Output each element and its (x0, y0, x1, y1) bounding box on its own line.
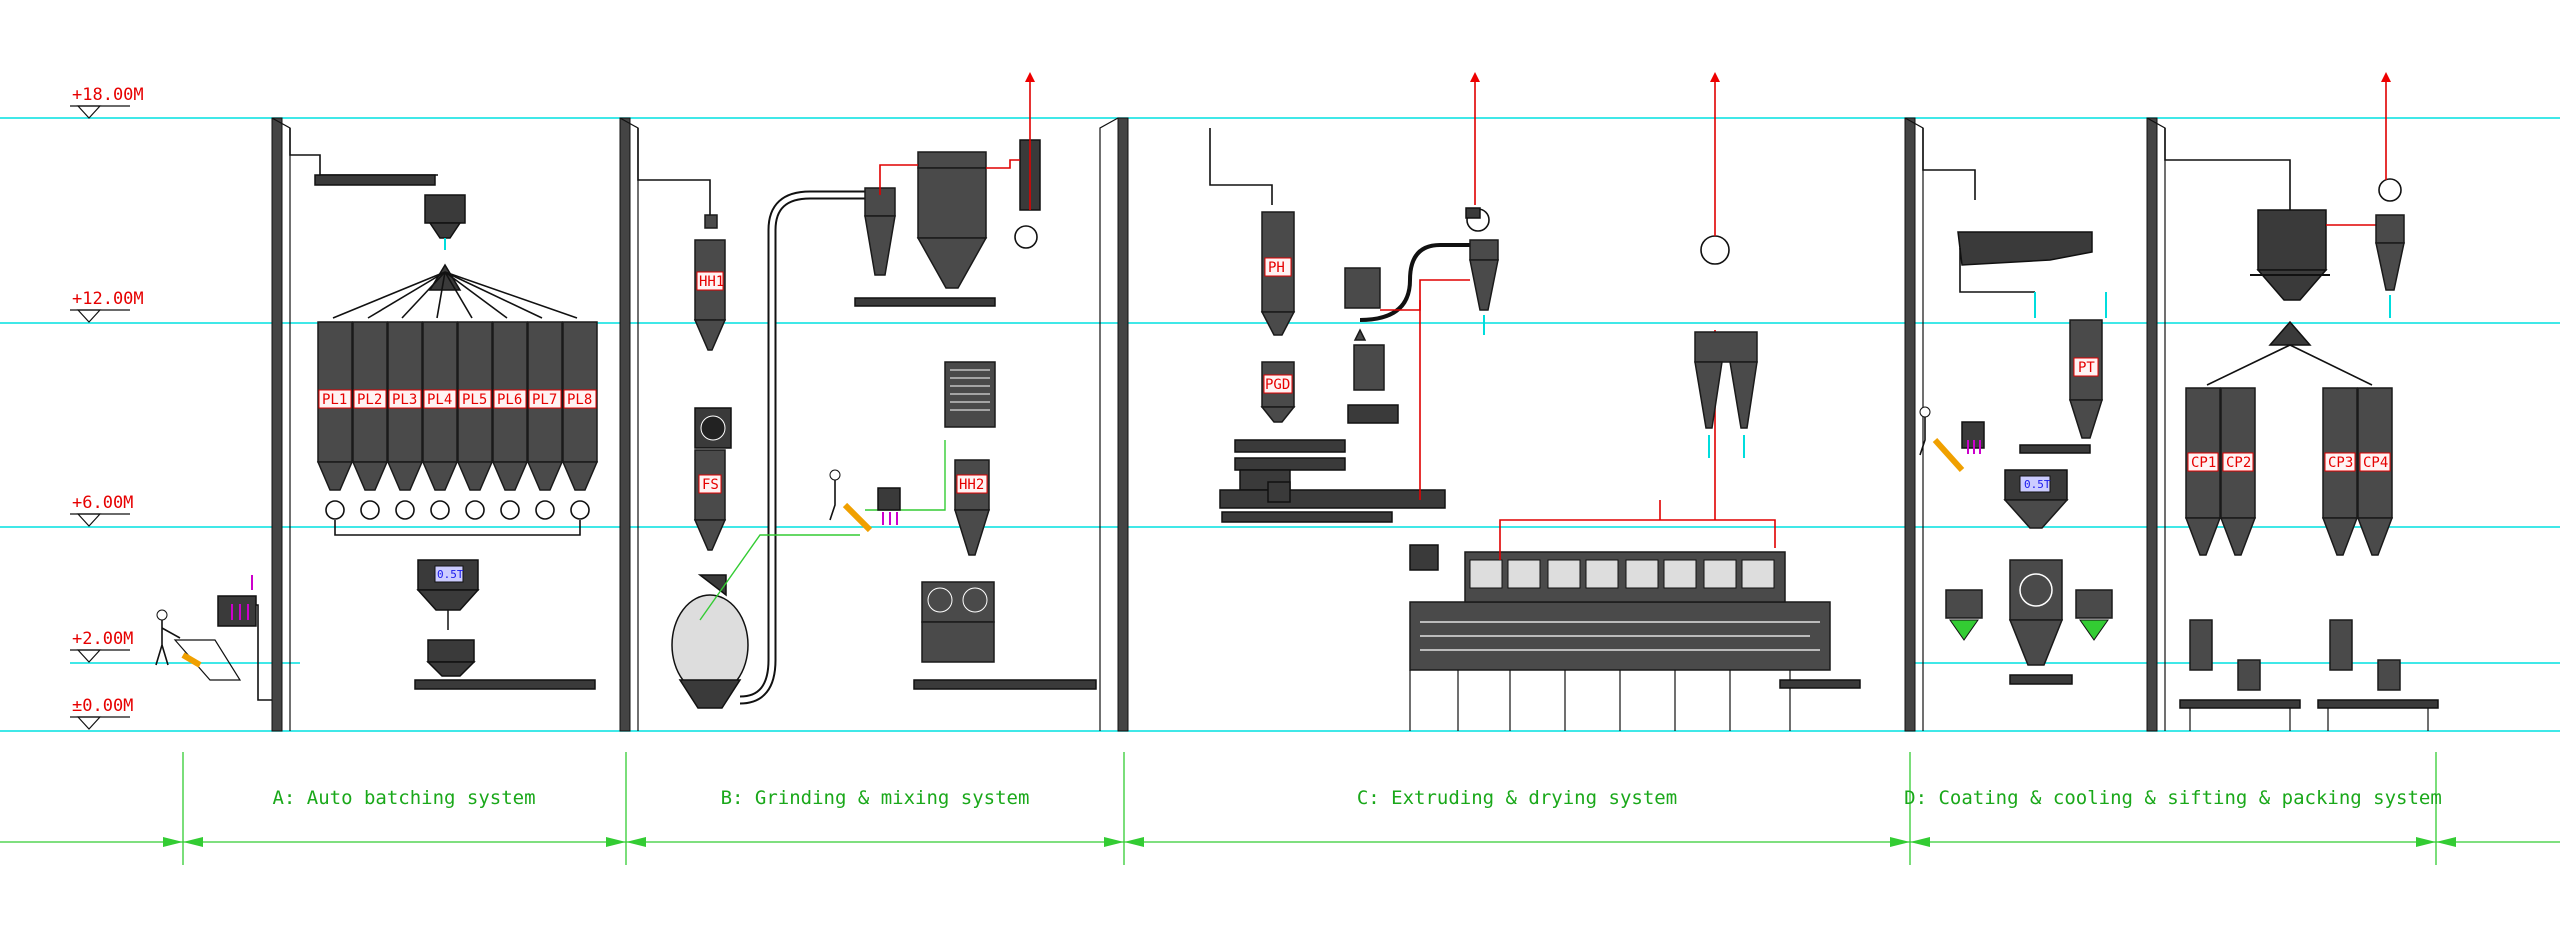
level-label-0: ±0.00M (72, 696, 133, 716)
level-label-6: +6.00M (72, 493, 133, 513)
bin-tag-pl7: PL7 (532, 392, 557, 408)
level-label-12: +12.00M (72, 289, 144, 309)
tag-hh1: HH1 (699, 274, 724, 290)
section-a-equipment: PL1 PL2 PL3 PL4 PL5 PL6 PL7 PL8 0.5T (155, 128, 599, 701)
tag-fs: FS (702, 477, 719, 493)
tag-cp4: CP4 (2363, 455, 2388, 471)
building-walls (271, 117, 2166, 732)
bin-tag-pl4: PL4 (427, 392, 452, 408)
level-marker-12: +12.00M (70, 289, 144, 323)
dimension-lines (0, 752, 2560, 865)
level-marker-6: +6.00M (70, 493, 133, 527)
scale-label-a: 0.5T (437, 568, 464, 581)
tag-pgd: PGD (1265, 377, 1290, 393)
bin-tag-pl3: PL3 (392, 392, 417, 408)
bin-tags: PL1 PL2 PL3 PL4 PL5 PL6 PL7 PL8 (318, 389, 597, 409)
section-c-equipment: PH PGD (1209, 72, 1861, 731)
bin-tag-pl2: PL2 (357, 392, 382, 408)
level-label-18: +18.00M (72, 85, 144, 105)
tag-pt: PT (2078, 360, 2095, 376)
tag-hh2: HH2 (959, 477, 984, 493)
tag-ph: PH (1268, 260, 1285, 276)
tag-cp2: CP2 (2226, 455, 2251, 471)
level-marker-0: ±0.00M (70, 696, 133, 730)
tag-cp1: CP1 (2191, 455, 2216, 471)
level-marker-2: +2.00M (70, 629, 133, 663)
bin-tag-pl6: PL6 (497, 392, 522, 408)
bin-tag-pl5: PL5 (462, 392, 487, 408)
section-d-equipment: PT 0.5T (1919, 72, 2439, 731)
section-label-b: B: Grinding & mixing system (721, 787, 1030, 809)
level-label-2: +2.00M (72, 629, 133, 649)
bin-tag-pl1: PL1 (322, 392, 347, 408)
bin-tag-pl8: PL8 (567, 392, 592, 408)
section-label-d: D: Coating & cooling & sifting & packing… (1904, 787, 2442, 809)
tag-cp3: CP3 (2328, 455, 2353, 471)
level-marker-18: +18.00M (70, 85, 144, 119)
section-b-equipment: HH1 FS (637, 72, 1097, 709)
section-label-a: A: Auto batching system (272, 787, 535, 809)
scale-label-d: 0.5T (2024, 478, 2051, 491)
section-label-c: C: Extruding & drying system (1357, 787, 1677, 809)
